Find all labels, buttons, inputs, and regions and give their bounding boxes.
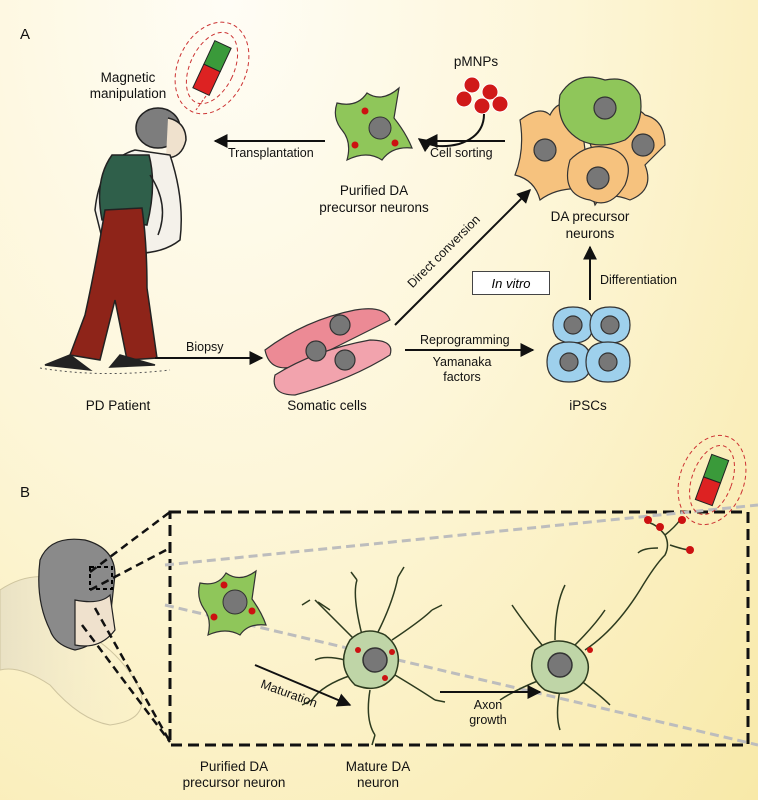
grey-guide-lines <box>164 503 758 747</box>
in-vitro-box: In vitro <box>472 271 550 295</box>
patient-figure <box>44 107 187 372</box>
panel-label-a: A <box>20 26 31 43</box>
ground-shadow <box>39 367 171 375</box>
axon-growth-label-1: Axon <box>473 698 503 712</box>
reprogramming-label: Reprogramming <box>420 333 510 347</box>
axon-growth-neuron-cell <box>499 516 694 731</box>
yamanaka-label-2: factors <box>443 370 481 384</box>
axon-growth-label-2: growth <box>469 713 507 727</box>
zoom-lines <box>81 511 172 743</box>
purified-da-precursor-neuron-cell-b <box>198 569 267 637</box>
pmnps-particles <box>455 76 509 115</box>
magnetic-manipulation-label-2: manipulation <box>89 86 167 101</box>
mature-da-neuron-label-2: neuron <box>356 775 400 790</box>
maturation-arrow <box>254 664 352 707</box>
mature-da-neuron-label-1: Mature DA <box>345 759 411 774</box>
magnet-icon-b <box>677 434 747 526</box>
zoom-box <box>168 510 750 747</box>
purified-da-label-2: precursor neurons <box>319 200 429 215</box>
magnetic-manipulation-label: Magnetic <box>100 70 156 85</box>
panel-label-b: B <box>20 484 31 501</box>
da-precursor-neurons-cluster <box>514 76 666 207</box>
purified-da-neuron-label-1: Purified DA <box>199 759 269 774</box>
purified-da-label-1: Purified DA <box>339 183 409 198</box>
transplantation-label: Transplantation <box>228 146 314 160</box>
da-precursor-label-2: neurons <box>565 226 615 241</box>
purified-da-precursor-neuron-cell <box>334 86 413 162</box>
field-line <box>195 95 207 111</box>
magnet-icon <box>174 21 250 115</box>
yamanaka-label-1: Yamanaka <box>432 355 492 369</box>
somatic-cells-label: Somatic cells <box>287 398 367 413</box>
da-precursor-label-1: DA precursor <box>550 209 630 224</box>
ipscs-label: iPSCs <box>569 398 607 413</box>
cell-sorting-label: Cell sorting <box>430 146 493 160</box>
direct-conversion-arrow <box>394 189 531 326</box>
somatic-cells <box>264 308 392 396</box>
differentiation-label: Differentiation <box>600 273 677 287</box>
pd-patient-label: PD Patient <box>85 398 151 413</box>
mature-da-neuron-cell <box>301 566 446 746</box>
biopsy-label: Biopsy <box>186 340 224 354</box>
ipscs-cells <box>546 306 631 383</box>
pmnps-label: pMNPs <box>453 54 499 69</box>
purified-da-neuron-label-2: precursor neuron <box>182 775 286 790</box>
